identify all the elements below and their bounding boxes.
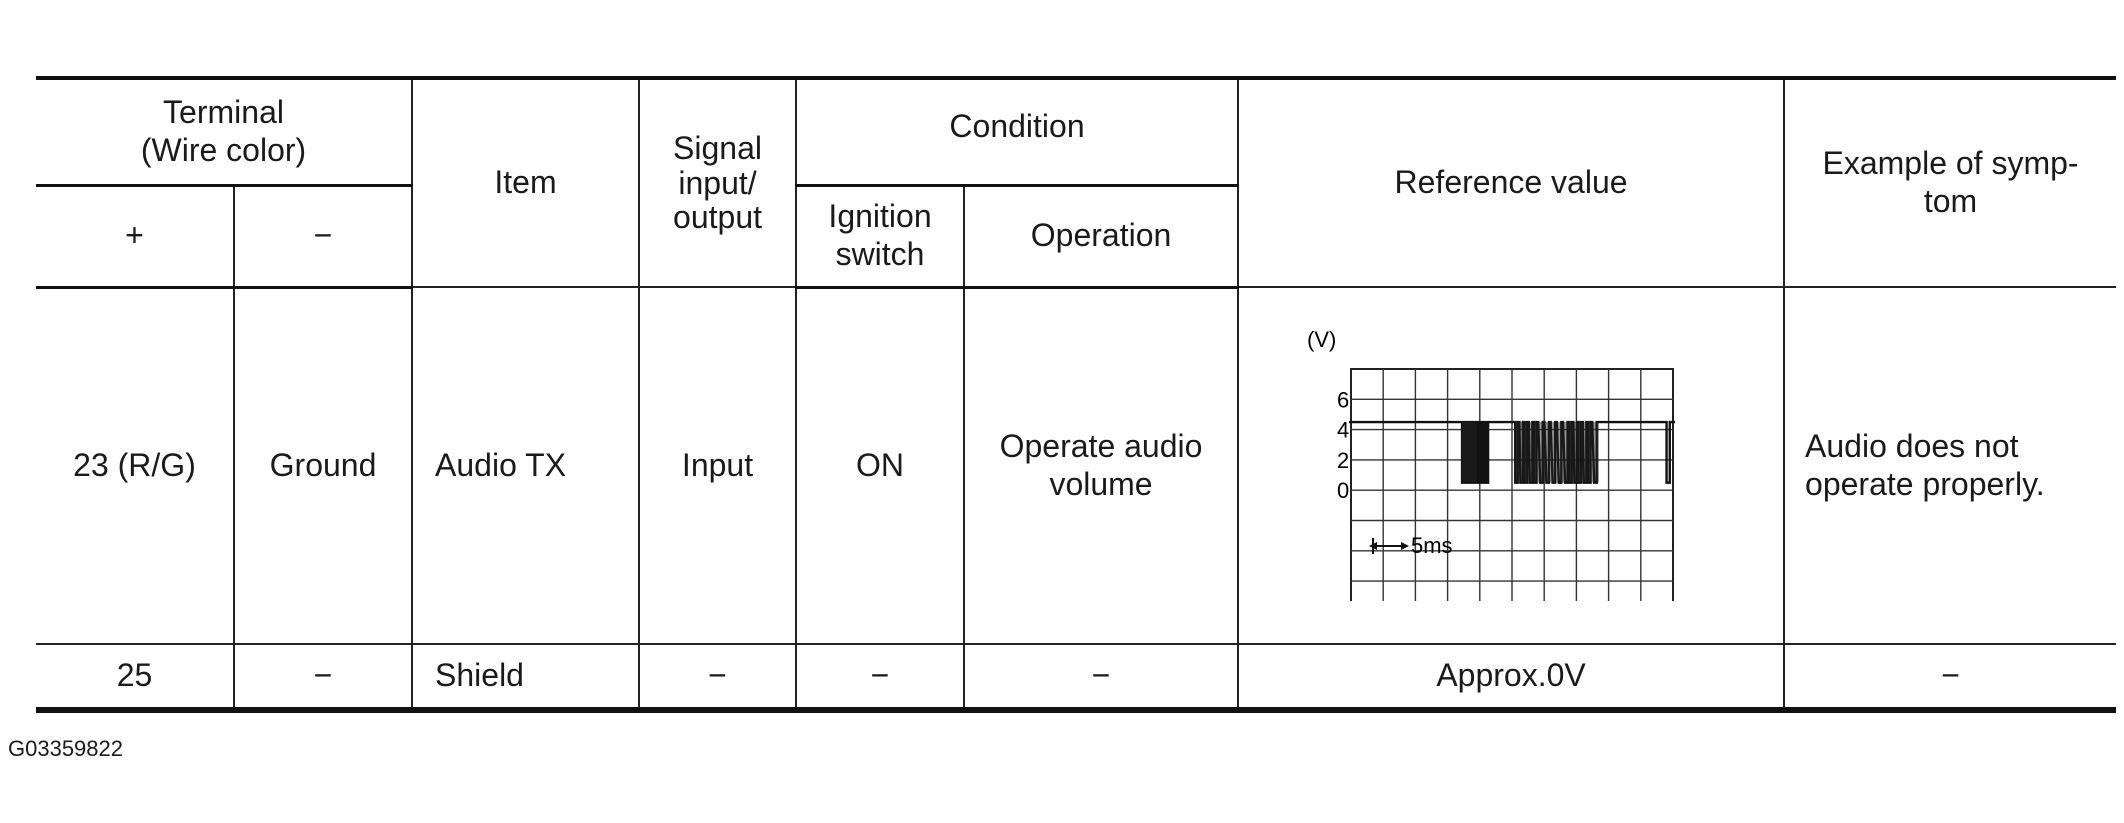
header-reference-value: Reference value <box>1237 76 1786 288</box>
table-row: 23 (R/G) Ground Audio TX Input ON Operat… <box>36 286 2117 645</box>
timebase-marker: 5ms <box>1369 533 1453 558</box>
figure-id: G03359822 <box>8 736 123 761</box>
cell-item: Audio TX <box>411 286 641 645</box>
cell-terminal-minus: Ground <box>232 286 414 645</box>
cell-signal: − <box>638 643 798 713</box>
timebase-label: 5ms <box>1411 533 1453 558</box>
cell-ignition: ON <box>795 286 966 645</box>
cell-operation: Operate audio volume <box>963 286 1240 645</box>
header-plus: + <box>36 184 235 289</box>
cell-terminal-plus: 23 (R/G) <box>36 286 235 645</box>
cell-signal: Input <box>638 286 798 645</box>
header-terminal: Terminal (Wire color) <box>36 76 414 187</box>
header-item: Item <box>411 76 641 288</box>
voltage-unit-label: (V) <box>1307 331 1336 352</box>
header-operation: Operation <box>963 184 1240 289</box>
burst-fill <box>1462 421 1477 483</box>
cell-terminal-minus: − <box>232 643 414 713</box>
cell-reference-value: Approx.0V <box>1237 643 1786 713</box>
header-minus: − <box>232 184 414 289</box>
header-example-of-symptom: Example of symp- tom <box>1783 76 2117 288</box>
waveform-line <box>1349 420 1676 484</box>
cell-reference-waveform: (V) 6 4 2 0 5ms <box>1237 286 1786 645</box>
cell-item: Shield <box>411 643 641 713</box>
voltage-tick-label: 6 <box>1337 387 1349 412</box>
waveform-trace <box>1349 420 1676 484</box>
voltage-tick-labels: 6 4 2 0 <box>1337 387 1349 503</box>
header-ignition-switch: Ignition switch <box>795 184 966 289</box>
cell-operation: − <box>963 643 1240 713</box>
terminal-reference-table: Terminal (Wire color) Item Signal input/… <box>36 76 2117 713</box>
voltage-tick-label: 0 <box>1337 478 1349 503</box>
cell-ignition: − <box>795 643 966 713</box>
burst-fill <box>1515 421 1599 483</box>
voltage-tick-label: 2 <box>1337 447 1349 472</box>
header-signal: Signal input/ output <box>638 76 798 288</box>
table-row: 25 − Shield − − − Approx.0V − <box>36 643 2117 713</box>
cell-symptom: Audio does not operate properly. <box>1783 286 2117 645</box>
cell-terminal-plus: 25 <box>36 643 235 713</box>
header-condition: Condition <box>795 76 1240 187</box>
voltage-tick-label: 4 <box>1337 417 1349 442</box>
cell-symptom: − <box>1783 643 2117 713</box>
oscilloscope-grid <box>1350 367 1675 601</box>
waveform-graph: (V) 6 4 2 0 5ms <box>1307 331 1676 601</box>
